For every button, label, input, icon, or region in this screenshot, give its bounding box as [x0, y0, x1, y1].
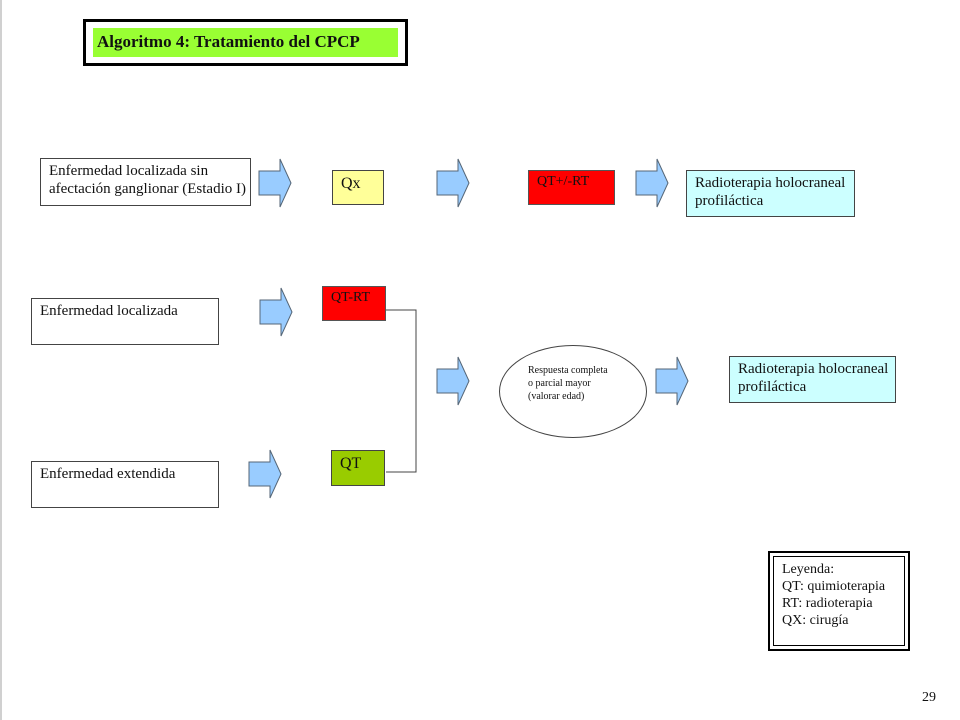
stage-i-condition-box: Enfermedad localizada sin afectación gan… — [40, 158, 251, 206]
stage-i-condition-line-2: afectación ganglionar (Estadio I) — [49, 181, 246, 197]
localized-disease-box: Enfermedad localizada — [31, 298, 219, 345]
surgery-label: Qx — [341, 175, 361, 192]
right-arrow-icon — [436, 355, 470, 407]
extended-disease-box: Enfermedad extendida — [31, 461, 219, 508]
localized-disease-label: Enfermedad localizada — [40, 303, 178, 319]
legend-box: Leyenda: QT: quimioterapia RT: radiotera… — [768, 551, 910, 651]
title-highlight: Algoritmo 4: Tratamiento del CPCP — [93, 28, 398, 57]
prophylactic-radiotherapy-2-line-1: Radioterapia holocraneal — [738, 361, 889, 377]
chemotherapy-box: QT — [331, 450, 385, 486]
chemoradiotherapy-box: QT-RT — [322, 286, 386, 321]
right-arrow-icon — [259, 286, 293, 338]
response-line-1: Respuesta completa — [528, 365, 608, 376]
page-number: 29 — [922, 690, 936, 705]
legend-item: RT: radioterapia — [782, 596, 873, 611]
right-arrow-icon — [258, 157, 292, 209]
surgery-box: Qx — [332, 170, 384, 205]
page-edge-line — [0, 0, 2, 720]
extended-disease-label: Enfermedad extendida — [40, 466, 176, 482]
legend-heading: Leyenda: — [782, 562, 835, 577]
prophylactic-radiotherapy-box: Radioterapia holocraneal profiláctica — [686, 170, 855, 217]
prophylactic-radiotherapy-line-1: Radioterapia holocraneal — [695, 175, 846, 191]
right-arrow-icon — [655, 355, 689, 407]
legend-content: Leyenda: QT: quimioterapia RT: radiotera… — [773, 556, 905, 646]
response-ellipse: Respuesta completa o parcial mayor (valo… — [499, 345, 647, 438]
prophylactic-radiotherapy-2-line-2: profiláctica — [738, 379, 807, 395]
right-arrow-icon — [635, 157, 669, 209]
response-text: Respuesta completa o parcial mayor (valo… — [528, 364, 638, 403]
legend-item: QX: cirugía — [782, 613, 849, 628]
response-line-2: o parcial mayor — [528, 378, 591, 389]
response-line-3: (valorar edad) — [528, 391, 585, 402]
page-title: Algoritmo 4: Tratamiento del CPCP — [97, 32, 360, 51]
chemotherapy-label: QT — [340, 455, 362, 472]
stage-i-condition-line-1: Enfermedad localizada sin — [49, 163, 209, 179]
chemoradiotherapy-label: QT-RT — [331, 290, 371, 305]
prophylactic-radiotherapy-box-2: Radioterapia holocraneal profiláctica — [729, 356, 896, 403]
chemo-radio-label: QT+/-RT — [537, 174, 590, 189]
right-arrow-icon — [248, 448, 282, 500]
title-frame: Algoritmo 4: Tratamiento del CPCP — [83, 19, 408, 66]
merge-connector — [386, 309, 417, 473]
legend-item: QT: quimioterapia — [782, 579, 886, 594]
prophylactic-radiotherapy-line-2: profiláctica — [695, 193, 764, 209]
chemo-radio-box: QT+/-RT — [528, 170, 615, 205]
right-arrow-icon — [436, 157, 470, 209]
